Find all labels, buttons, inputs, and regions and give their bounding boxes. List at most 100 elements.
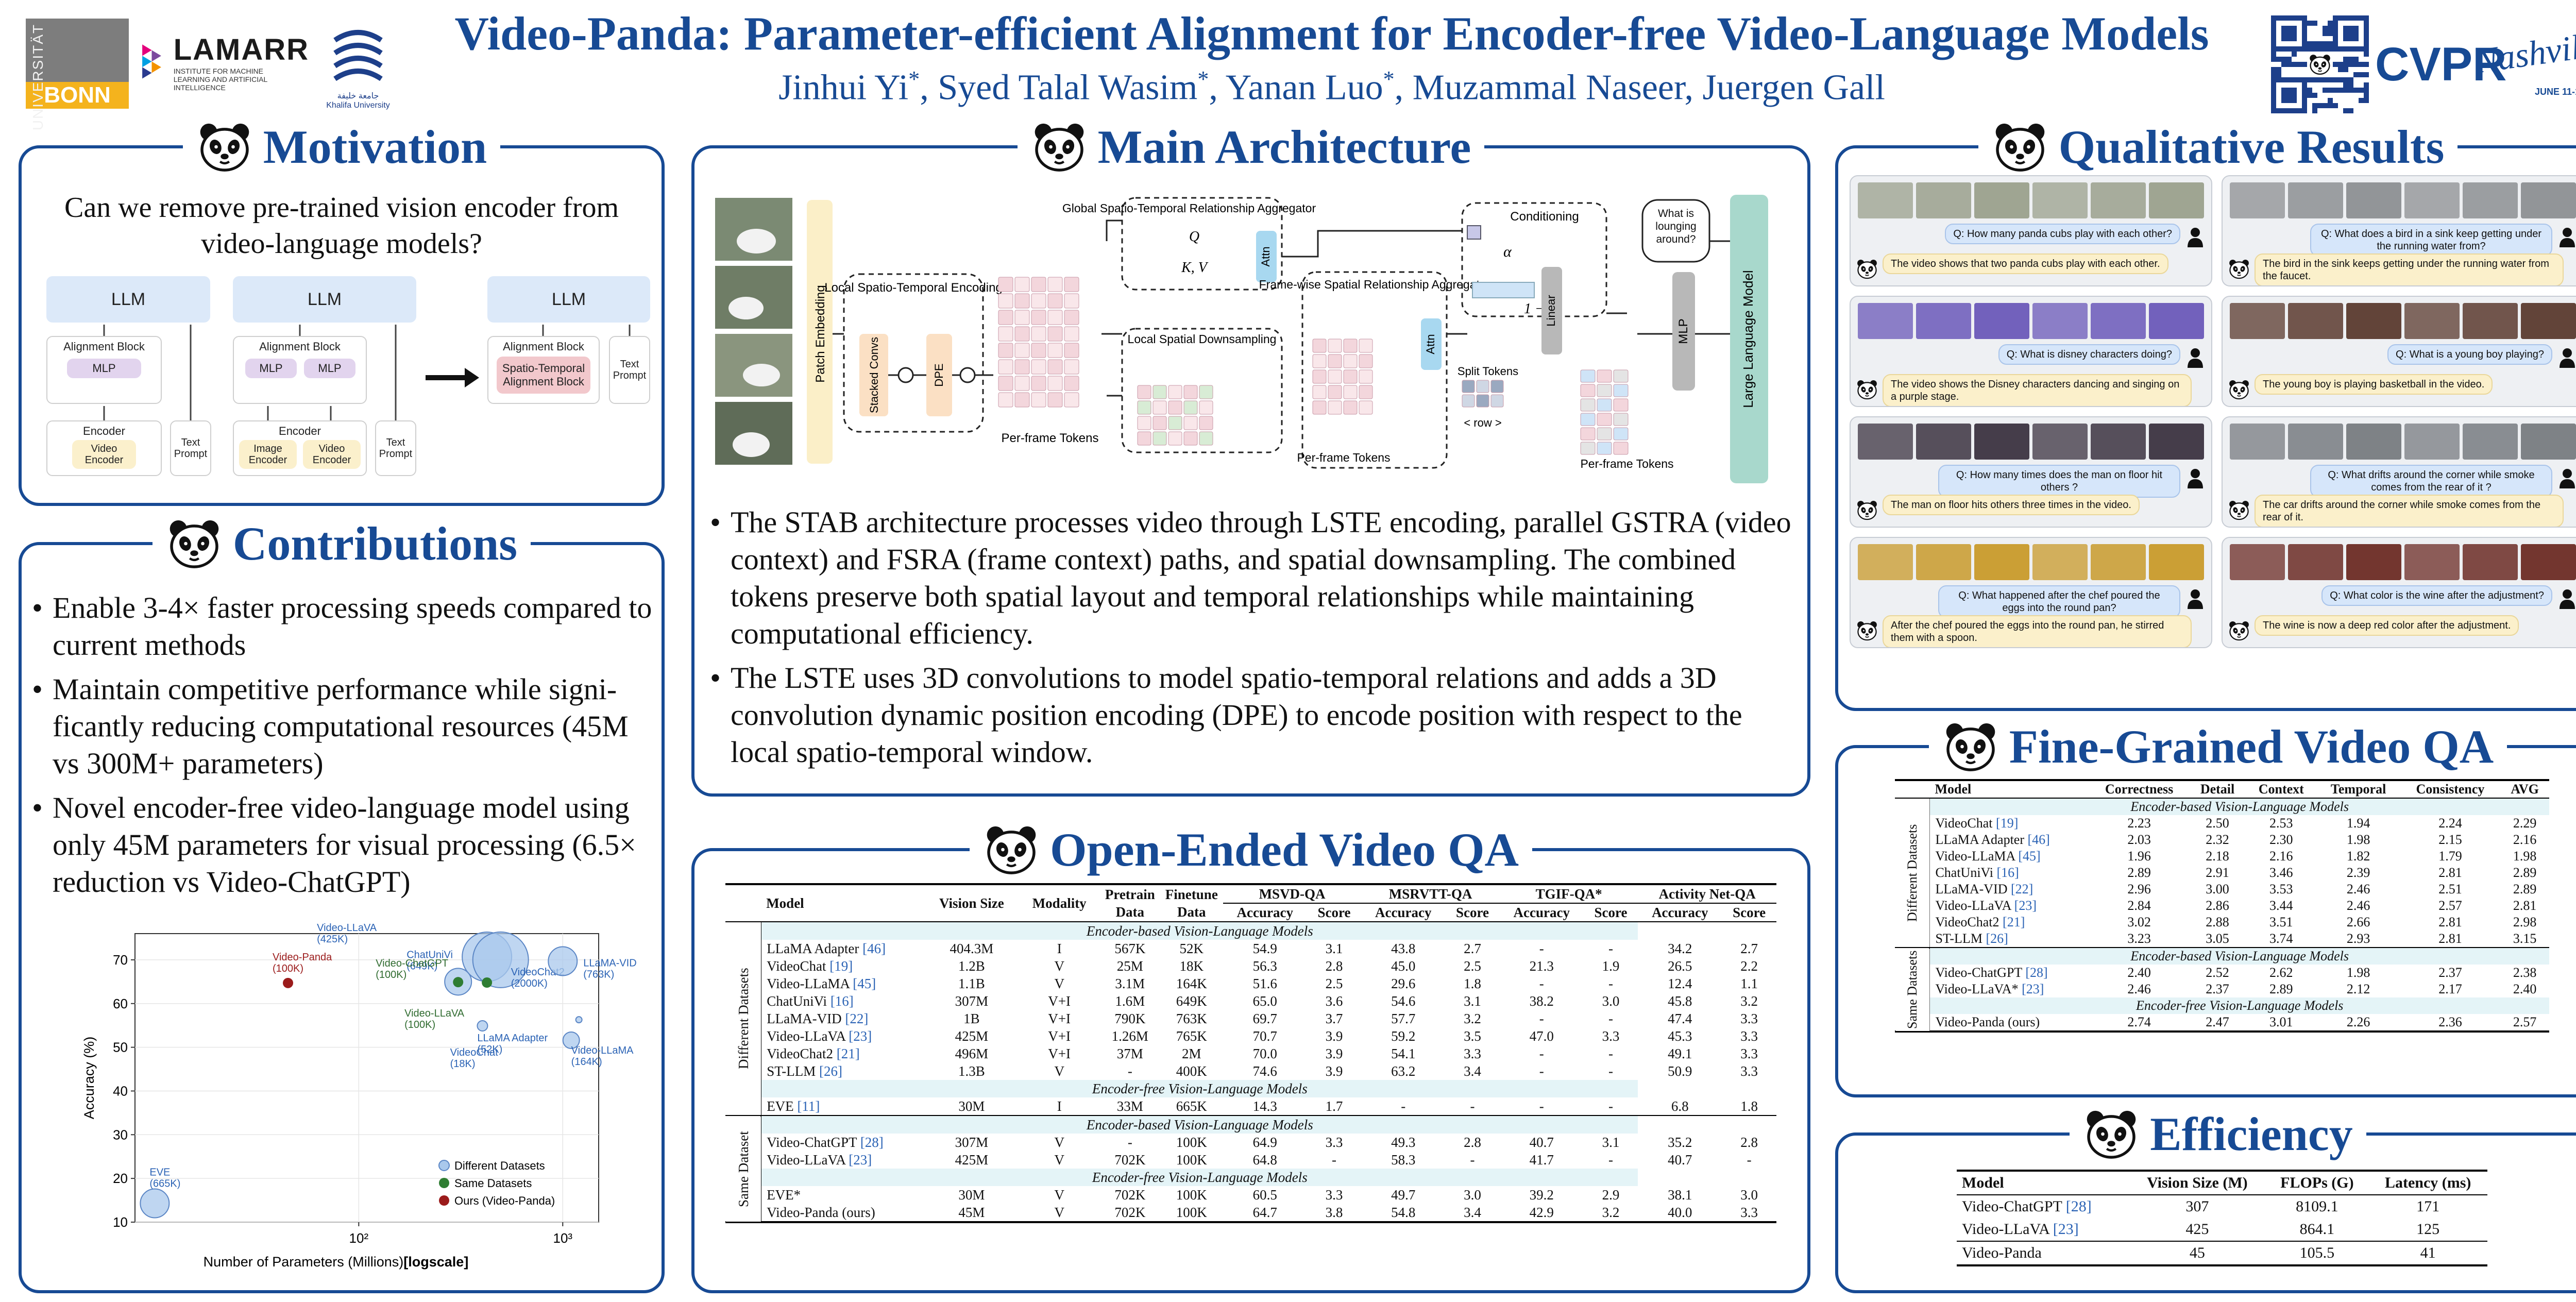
author-separator: , bbox=[1209, 67, 1226, 108]
video-frame bbox=[2230, 182, 2285, 218]
citation-link[interactable]: [23] bbox=[849, 1028, 872, 1044]
video-frame bbox=[2463, 424, 2518, 460]
value-cell: 38.1 bbox=[1668, 1187, 1692, 1203]
answer-bubble: The man on floor hits others three times… bbox=[1883, 495, 2140, 515]
citation-link[interactable]: [26] bbox=[819, 1063, 842, 1079]
value-cell: 3.3 bbox=[1602, 1028, 1620, 1044]
value-cell: 2.74 bbox=[2127, 1014, 2151, 1029]
value-cell: 2.38 bbox=[2513, 965, 2537, 980]
poster-header: UNIVERSITÄT BONN LAMARR INSTITUTE FOR MA… bbox=[0, 0, 2576, 130]
value-cell: 665K bbox=[1176, 1098, 1207, 1114]
citation-link[interactable]: [16] bbox=[830, 993, 854, 1009]
value-cell: 3.1M bbox=[1115, 976, 1145, 991]
column-header: Accuracy bbox=[1236, 905, 1293, 920]
value-cell: 2.81 bbox=[2438, 865, 2462, 880]
model-name: Video-Panda bbox=[1962, 1244, 2042, 1261]
value-cell: - bbox=[1608, 1063, 1614, 1079]
citation-link[interactable]: [45] bbox=[2018, 849, 2041, 864]
citation-link[interactable]: [11] bbox=[797, 1098, 820, 1114]
citation-link[interactable]: [22] bbox=[2011, 882, 2033, 897]
citation-link[interactable]: [46] bbox=[862, 941, 886, 956]
value-cell: 3.2 bbox=[1602, 1205, 1620, 1220]
fsra-token-grid bbox=[1312, 339, 1373, 415]
model-name: VideoChat bbox=[1935, 816, 1993, 831]
video-frame bbox=[2521, 303, 2576, 339]
answer-bubble: The car drifts around the corner while s… bbox=[2255, 495, 2564, 527]
citation-link[interactable]: [28] bbox=[2065, 1198, 2092, 1215]
citation-link[interactable]: [23] bbox=[2014, 898, 2037, 913]
video-frame bbox=[1974, 544, 2029, 580]
legend-label: Ours (Video-Panda) bbox=[454, 1194, 555, 1207]
value-cell: 2.7 bbox=[1464, 941, 1481, 956]
value-cell: 2.16 bbox=[2513, 832, 2537, 847]
model-name: ST-LLM bbox=[1935, 931, 1982, 946]
value-cell: 51.6 bbox=[1252, 976, 1277, 991]
split-tokens bbox=[1462, 380, 1504, 408]
video-frame bbox=[2288, 544, 2343, 580]
value-cell: - bbox=[1608, 1152, 1614, 1168]
citation-link[interactable]: [21] bbox=[2003, 915, 2025, 929]
citation-link[interactable]: [45] bbox=[853, 976, 876, 991]
qr-code-icon[interactable] bbox=[2271, 15, 2369, 113]
column-header: Detail bbox=[2200, 782, 2235, 797]
value-cell: I bbox=[1057, 1098, 1062, 1114]
value-cell: 3.3 bbox=[1325, 1187, 1343, 1203]
citation-link[interactable]: [19] bbox=[829, 958, 853, 974]
value-cell: 1.6M bbox=[1115, 993, 1145, 1009]
value-cell: 2.15 bbox=[2438, 832, 2462, 847]
value-cell: - bbox=[1539, 1063, 1544, 1079]
video-frame bbox=[2463, 303, 2518, 339]
row-label: < row > bbox=[1464, 416, 1501, 429]
efficiency-title: Efficiency bbox=[2150, 1108, 2353, 1160]
citation-link[interactable]: [26] bbox=[1986, 931, 2008, 946]
model-name: Video-Panda (ours) bbox=[1935, 1014, 2040, 1029]
column-header: Model bbox=[766, 895, 804, 911]
arrow-right-icon bbox=[426, 368, 479, 387]
model-name: VideoChat2 bbox=[767, 1046, 834, 1061]
khalifa-logo: جامعة خليفة Khalifa University bbox=[314, 19, 402, 116]
citation-link[interactable]: [23] bbox=[849, 1152, 872, 1168]
citation-link[interactable]: [22] bbox=[845, 1011, 869, 1026]
group-label: Encoder-based Vision-Language Models bbox=[1929, 948, 2549, 965]
citation-link[interactable]: [16] bbox=[1996, 865, 2019, 880]
contribution-item: Enable 3-4× faster processing speeds com… bbox=[32, 589, 655, 664]
column-header: Latency (ms) bbox=[2384, 1174, 2471, 1191]
value-cell: 1.1B bbox=[958, 976, 985, 991]
citation-link[interactable]: [19] bbox=[1996, 816, 2019, 831]
value-cell: 2.47 bbox=[2206, 1014, 2229, 1029]
question-bubble: Q: What is a young boy playing? bbox=[2387, 344, 2552, 365]
value-cell: 3.1 bbox=[1602, 1135, 1620, 1150]
citation-link[interactable]: [23] bbox=[2022, 982, 2044, 996]
user-icon bbox=[2560, 589, 2575, 609]
question-bubble: Q: How many panda cubs play with each ot… bbox=[1945, 224, 2180, 244]
answer-bubble: The young boy is playing basketball in t… bbox=[2255, 374, 2493, 395]
citation-link[interactable]: [28] bbox=[860, 1135, 884, 1150]
panda-icon bbox=[1856, 258, 1878, 280]
attn-label: Attn bbox=[1424, 334, 1437, 354]
user-icon bbox=[2188, 228, 2203, 247]
citation-link[interactable]: [23] bbox=[2053, 1221, 2079, 1238]
contribution-item: Novel encoder-free video-language model … bbox=[32, 789, 655, 901]
column-header bbox=[725, 884, 761, 922]
value-cell: 70.7 bbox=[1252, 1028, 1277, 1044]
value-cell: 2M bbox=[1182, 1046, 1201, 1061]
gstra-box bbox=[1121, 197, 1283, 291]
y-tick-label: 60 bbox=[113, 996, 128, 1011]
architecture-bullets: The STAB architecture processes video th… bbox=[710, 504, 1797, 778]
value-cell: 2.40 bbox=[2127, 965, 2151, 980]
citation-link[interactable]: [46] bbox=[2027, 832, 2050, 847]
model-cell: ChatUniVi [16] bbox=[761, 992, 924, 1010]
value-cell: 2.86 bbox=[2206, 898, 2229, 913]
value-cell: 49.3 bbox=[1391, 1135, 1416, 1150]
citation-link[interactable]: [21] bbox=[836, 1046, 860, 1061]
mlp-box: MLP bbox=[245, 359, 297, 378]
value-cell: 2.37 bbox=[2438, 965, 2462, 980]
user-icon bbox=[2188, 469, 2203, 488]
value-cell: 3.5 bbox=[1464, 1028, 1481, 1044]
citation-link[interactable]: [28] bbox=[2025, 965, 2048, 980]
lamarr-logo: LAMARR INSTITUTE FOR MACHINE LEARNING AN… bbox=[139, 21, 309, 103]
